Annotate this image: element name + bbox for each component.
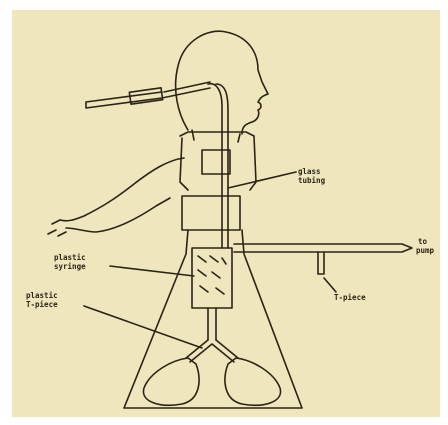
label-plastic-t-piece-line1: plastic [26,291,58,300]
label-plastic-syringe-line1: plastic [54,253,86,262]
apparatus-diagram: glass tubing to pump plastic syringe pla… [12,10,440,417]
label-plastic-syringe: plastic syringe [54,253,90,271]
label-glass-tubing-line1: glass [298,167,321,176]
label-glass-tubing-line2: tubing [298,176,326,185]
label-plastic-syringe-line2: syringe [54,262,86,271]
label-t-piece: T-piece [334,293,366,302]
label-to-pump-line1: to [418,237,428,246]
label-plastic-t-piece-line2: T-piece [26,300,58,309]
label-glass-tubing: glass tubing [298,167,326,185]
label-to-pump-line2: pump [416,246,435,255]
label-plastic-t-piece: plastic T-piece [26,291,62,309]
